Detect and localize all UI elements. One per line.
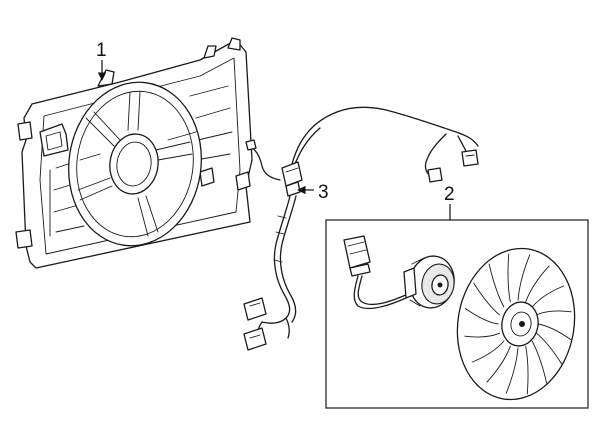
fan-blade-edge	[525, 345, 529, 395]
fan-blade-edge	[517, 254, 531, 301]
fan-blade-edge	[471, 340, 505, 363]
fan-assembly-box	[325, 219, 589, 409]
fan-blade-edge	[505, 347, 519, 394]
fan-blade-edge	[464, 308, 499, 325]
fan-blade-edge	[531, 285, 565, 308]
fan-blade-edge	[473, 282, 500, 316]
fan-blade-edge	[531, 340, 548, 385]
fan-blade-edge	[464, 332, 500, 338]
fan-blade-edge	[486, 345, 511, 383]
callout-3: 3	[297, 182, 329, 203]
wiring-harness	[243, 106, 479, 351]
callout-2: 2	[444, 184, 455, 220]
fan-shroud	[15, 37, 253, 269]
fan-blade-edge	[507, 253, 511, 303]
fan-blade-edge	[488, 263, 505, 308]
callout-3-label: 3	[318, 182, 329, 203]
callout-1-label: 1	[96, 40, 107, 61]
fan-blade-edge	[536, 310, 572, 316]
fan-blade-edge	[525, 265, 550, 303]
callout-1: 1	[96, 40, 107, 81]
fan-blade-edge	[537, 323, 572, 340]
fan-blade-edge	[536, 332, 563, 366]
callout-2-label: 2	[444, 184, 455, 205]
fan-assembly	[325, 219, 589, 409]
